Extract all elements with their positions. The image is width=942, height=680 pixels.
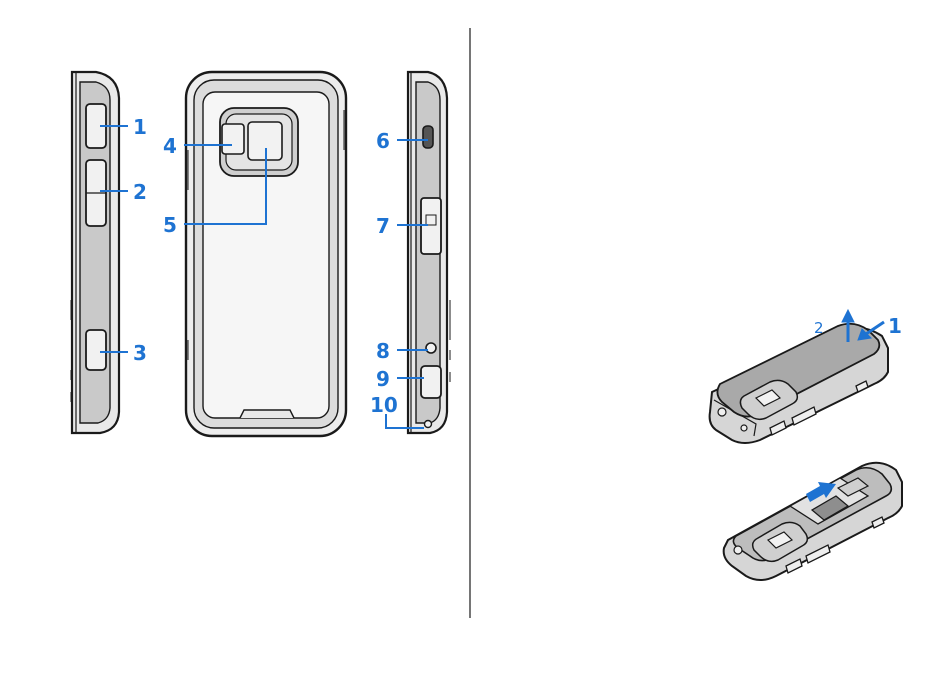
callout-2: 2 <box>133 180 147 204</box>
callout-1: 1 <box>133 115 147 139</box>
strap-hole <box>425 421 432 428</box>
callout-7: 7 <box>376 214 390 238</box>
charger-connector <box>426 343 436 353</box>
callout-8: 8 <box>376 339 390 363</box>
callout-4: 4 <box>163 134 177 158</box>
callout-10: 10 <box>370 393 398 417</box>
phone-back-view <box>186 72 346 436</box>
sim-insertion-illustration <box>724 463 902 580</box>
side-key-9 <box>421 366 441 398</box>
callout-3: 3 <box>133 341 147 365</box>
side-key-3 <box>86 330 106 370</box>
step-label-1: 1 <box>888 314 902 338</box>
camera-flash <box>222 124 244 154</box>
cover-removal-illustration: 2 1 <box>710 310 902 443</box>
usb-port <box>423 126 433 148</box>
callout-9: 9 <box>376 367 390 391</box>
callout-5: 5 <box>163 213 177 237</box>
callout-6: 6 <box>376 129 390 153</box>
step-label-2: 2 <box>814 319 824 337</box>
